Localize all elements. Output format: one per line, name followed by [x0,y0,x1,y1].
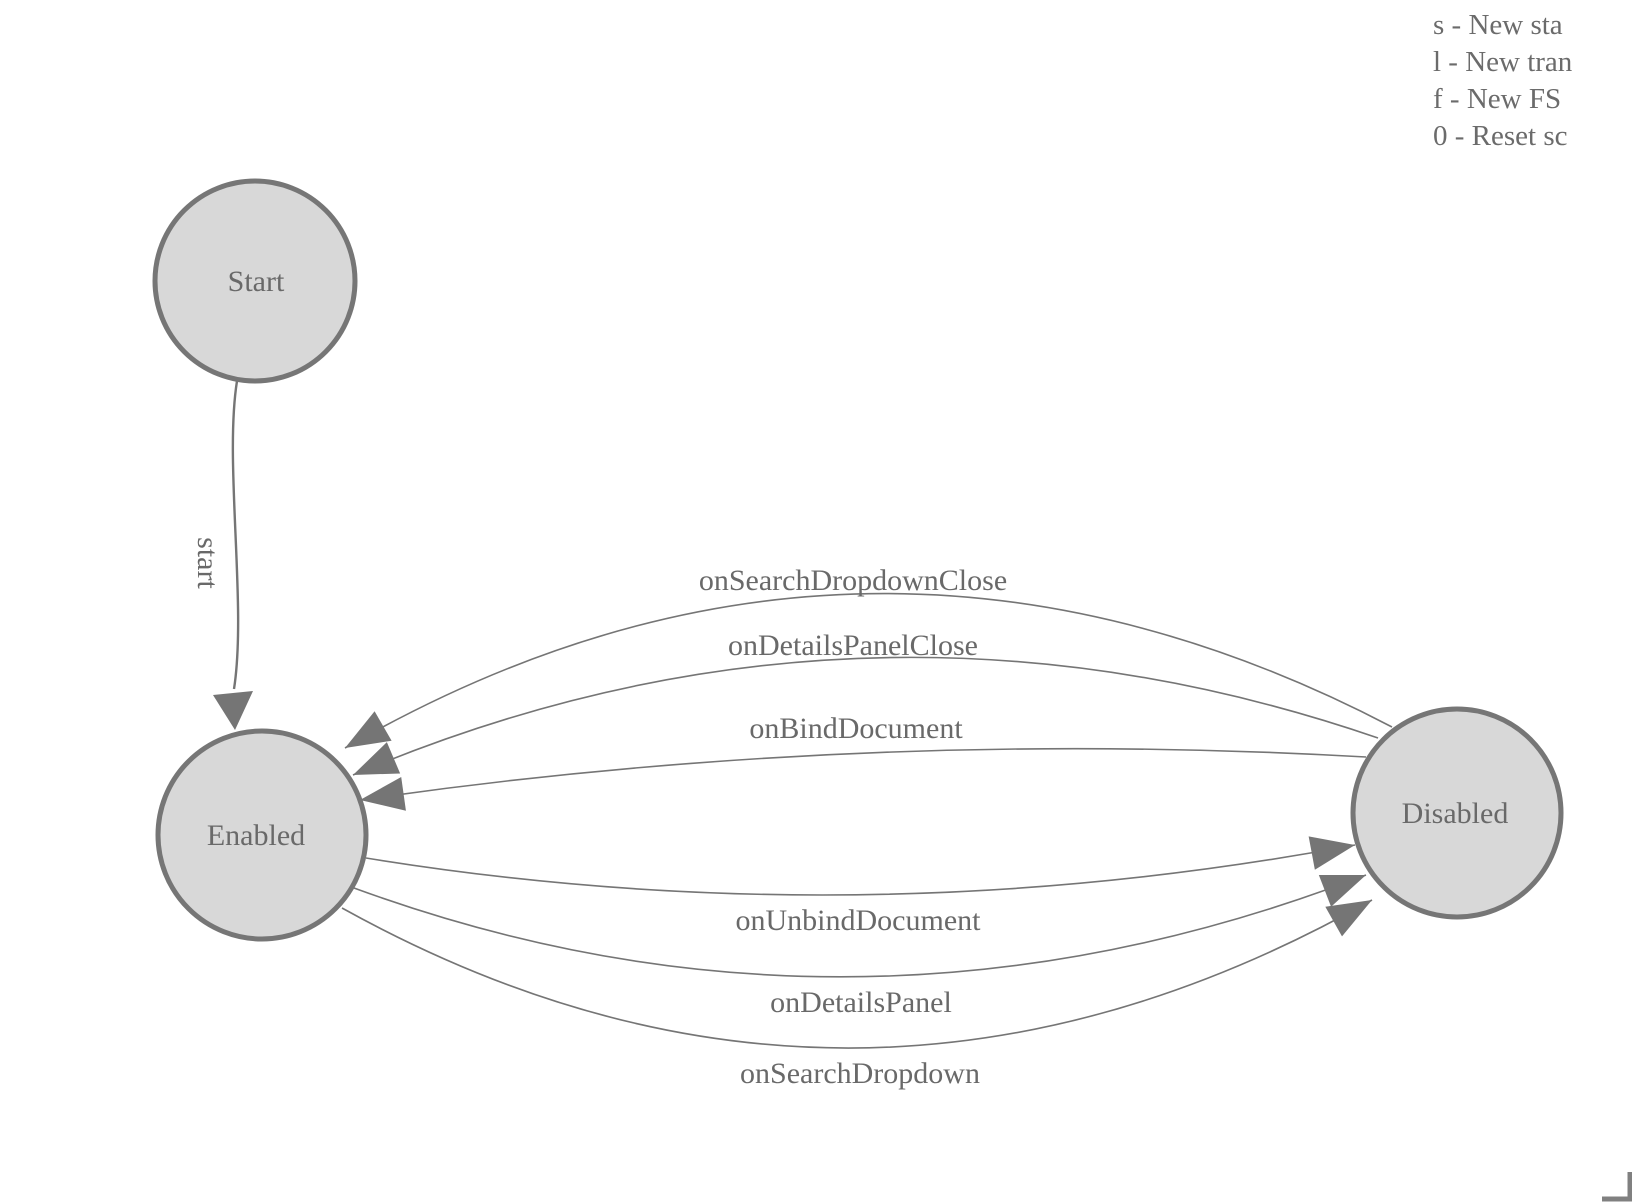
arrowhead-icon [1308,836,1355,870]
arrowhead-icon [1325,900,1372,937]
arrowhead-icon [353,742,401,775]
state-enabled-label: Enabled [207,819,305,852]
transition-start-path[interactable] [231,380,240,690]
state-start[interactable]: Start [152,178,358,384]
transition-start-label[interactable]: start [191,537,224,589]
state-disabled-label: Disabled [1402,797,1509,830]
transition-label[interactable]: onDetailsPanelClose [728,629,978,662]
transition-path[interactable] [341,899,1373,1049]
state-start-circle[interactable] [152,178,358,384]
transition-path[interactable] [365,844,1356,896]
state-start-label: Start [228,265,285,298]
transition-start[interactable]: start [191,380,253,730]
legend-line: s - New sta [1433,9,1563,41]
transition-label[interactable]: onUnbindDocument [736,904,982,937]
transition-onDetailsPanel[interactable]: onDetailsPanel [353,859,1372,1019]
transition-onSearchDropdown[interactable]: onSearchDropdown [341,885,1380,1090]
legend-line: 0 - Reset sc [1433,120,1568,152]
arrowhead-icon [213,691,253,730]
transition-onBindDocument[interactable]: onBindDocument [358,712,1367,817]
transition-path[interactable] [359,747,1367,801]
transition-label[interactable]: onSearchDropdown [740,1057,980,1090]
state-enabled[interactable]: Enabled [155,728,369,942]
transition-path[interactable] [344,592,1393,749]
transition-onUnbindDocument[interactable]: onUnbindDocument [365,828,1358,937]
transition-label[interactable]: onBindDocument [749,712,963,745]
shortcut-legend: s - New sta l - New tran f - New FS 0 - … [1433,7,1572,155]
legend-line: l - New tran [1433,46,1573,78]
transition-label[interactable]: onDetailsPanel [770,986,952,1019]
transition-label[interactable]: onSearchDropdownClose [699,564,1007,597]
arrowhead-icon [1318,874,1366,907]
transition-onDetailsPanelClose[interactable]: onDetailsPanelClose [346,629,1379,791]
state-enabled-circle[interactable] [155,728,369,942]
transition-path[interactable] [353,874,1367,978]
transition-path[interactable] [352,656,1379,776]
arrowhead-icon [360,777,406,811]
legend-line: f - New FS [1433,83,1562,115]
arrowhead-icon [345,711,392,748]
state-disabled-circle[interactable] [1350,706,1564,920]
corner-bracket [1602,1172,1632,1202]
state-disabled[interactable]: Disabled [1350,706,1564,920]
transition-onSearchDropdownClose[interactable]: onSearchDropdownClose [337,564,1393,763]
